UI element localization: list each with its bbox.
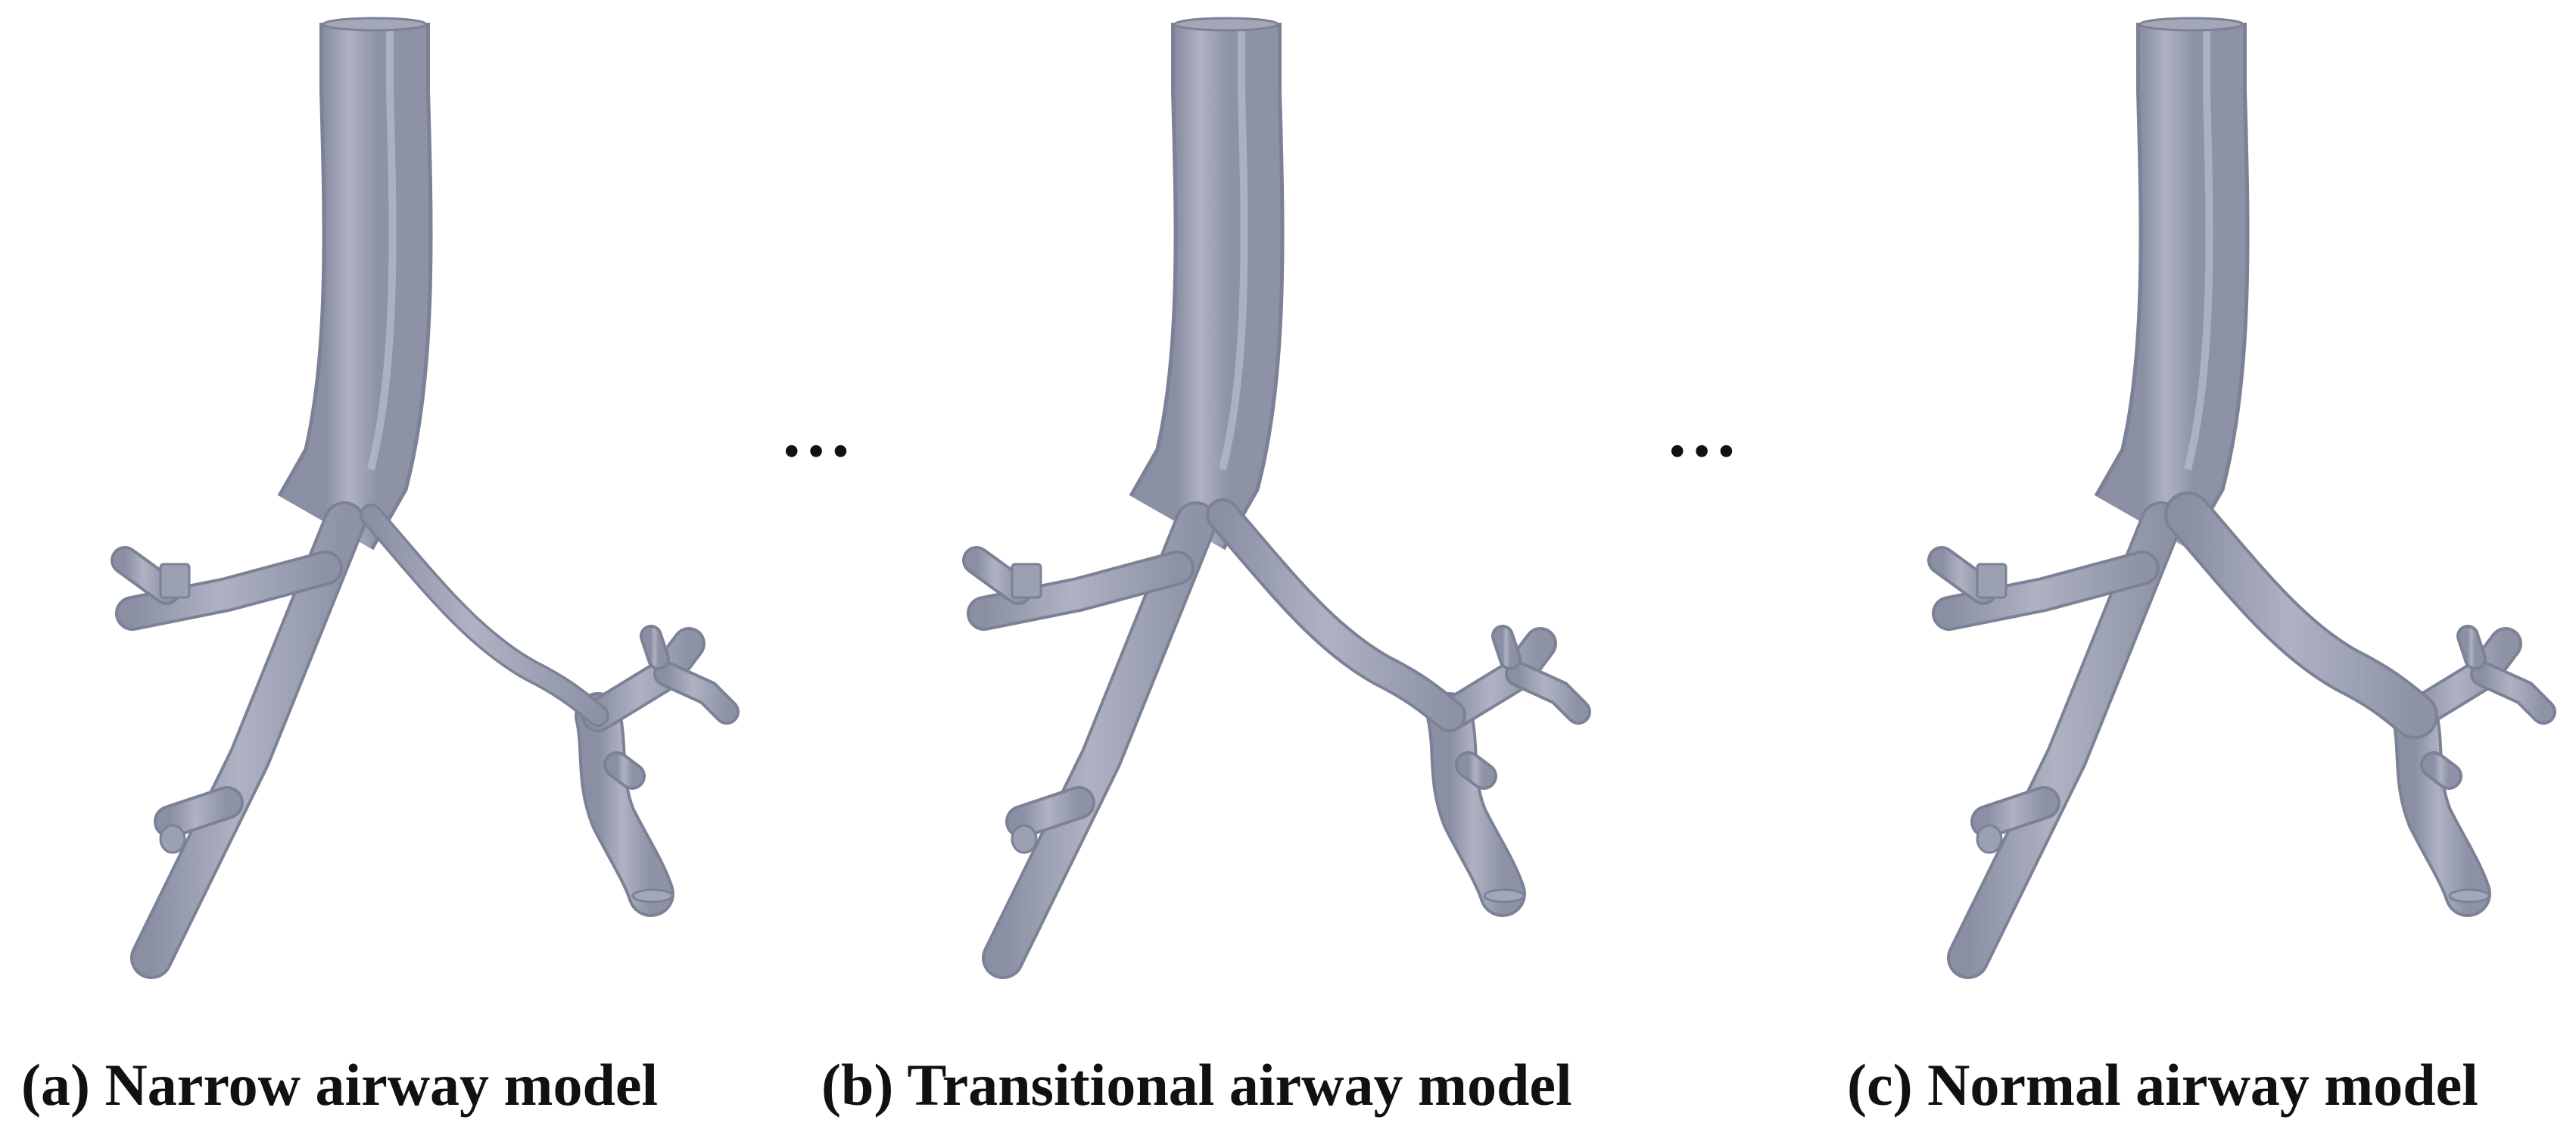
ellipsis-separator-2: … bbox=[1665, 391, 1744, 472]
caption-normal-model: (c) Normal airway model bbox=[1847, 1052, 2478, 1118]
ellipsis-separator-1: … bbox=[780, 391, 858, 472]
airway-model-normal bbox=[1942, 18, 2543, 958]
caption-transitional-model: (b) Transitional airway model bbox=[821, 1052, 1572, 1118]
airway-model-narrow bbox=[125, 18, 727, 958]
airway-model-transitional bbox=[977, 18, 1578, 958]
caption-narrow-model: (a) Narrow airway model bbox=[21, 1052, 659, 1118]
